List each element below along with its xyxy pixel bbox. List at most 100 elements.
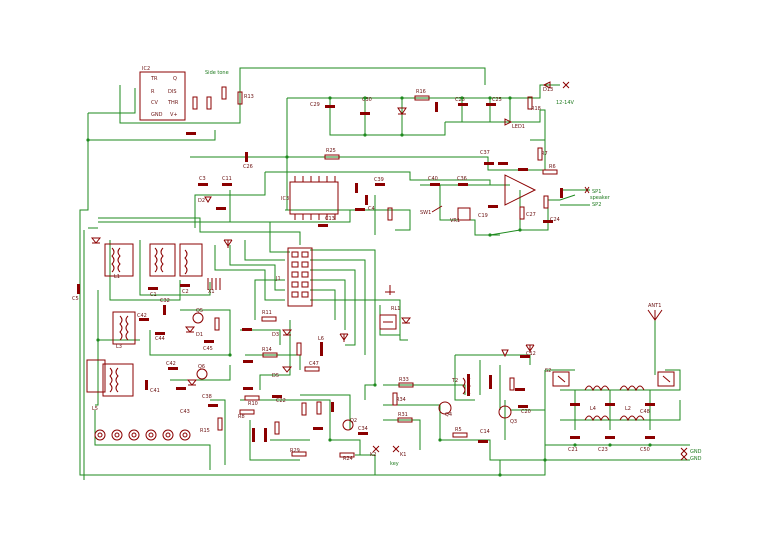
speaker-label: speaker bbox=[590, 195, 611, 201]
r29-label: R29 bbox=[290, 448, 300, 454]
sp1-label: SP1 bbox=[592, 189, 601, 195]
side-tone-label: Side tone bbox=[205, 70, 229, 76]
c25-label: C25 bbox=[492, 97, 502, 103]
c39-label: C39 bbox=[374, 177, 384, 183]
x1-label: X1 bbox=[208, 289, 215, 295]
vr1-label: VR1 bbox=[450, 218, 460, 224]
r14-label: R14 bbox=[262, 347, 272, 353]
sp2-label: SP2 bbox=[592, 202, 601, 208]
c24-label: C24 bbox=[550, 217, 560, 223]
power-supply-section: R13 C29 C30 R16 C28 C25 R18 LED1 D13 12-… bbox=[237, 81, 575, 170]
l6-label: L6 bbox=[318, 336, 324, 342]
c5-label: C5 bbox=[72, 296, 79, 302]
supply-voltage-label: 12-14V bbox=[556, 100, 575, 106]
c43-label: C43 bbox=[180, 409, 190, 415]
c41-label: C41 bbox=[150, 388, 160, 394]
c4-label: C4 bbox=[368, 206, 375, 212]
c14-label: C14 bbox=[480, 429, 490, 435]
side-tone-ic: IC2 TR Q R DIS CV THR GND V+ Side tone bbox=[139, 66, 229, 135]
r24-label: R24 bbox=[343, 456, 353, 462]
c45-label: C45 bbox=[203, 346, 213, 352]
r6-label: R6 bbox=[549, 164, 556, 170]
q2-label: Q2 bbox=[350, 418, 357, 424]
r25-label: R25 bbox=[326, 148, 336, 154]
c44-label: C44 bbox=[155, 336, 165, 342]
sw1-label: SW1 bbox=[420, 210, 431, 216]
c1-label: C1 bbox=[150, 292, 157, 298]
toroid-bank bbox=[94, 429, 191, 441]
keying-section: R11 D3 L6 R14 D5 C47 R10 R8 C22 R29 Q2 R… bbox=[238, 310, 406, 467]
output-filter: S2 L4 L2 C48 C21 C23 C50 ANT1 GND GND bbox=[545, 303, 702, 462]
c29-label: C29 bbox=[310, 102, 320, 108]
r10-label: R10 bbox=[248, 401, 258, 407]
c2-label: C2 bbox=[182, 289, 189, 295]
c38-label: C38 bbox=[202, 394, 212, 400]
wires bbox=[79, 67, 690, 480]
c48-label: C48 bbox=[640, 409, 650, 415]
r16-label: R16 bbox=[416, 89, 426, 95]
t2-label: T2 bbox=[451, 378, 458, 384]
r31-label: R31 bbox=[398, 412, 408, 418]
c32-label: C32 bbox=[160, 298, 170, 304]
pin-gnd: GND bbox=[151, 112, 163, 118]
ic2-connector: J1 bbox=[275, 247, 313, 307]
j1-label: J1 bbox=[275, 276, 281, 282]
c23-label: C23 bbox=[598, 447, 608, 453]
d3-label: D3 bbox=[272, 332, 279, 338]
q3-label: Q3 bbox=[510, 419, 517, 425]
d13-label: D13 bbox=[543, 87, 553, 93]
l4-label: L4 bbox=[590, 406, 596, 412]
c13-label: C13 bbox=[325, 216, 335, 222]
d2-label: D2 bbox=[198, 198, 205, 204]
q4-label: Q4 bbox=[445, 412, 452, 418]
vr1-potentiometer bbox=[457, 207, 471, 221]
op-amp-symbol bbox=[504, 174, 537, 206]
c12-label: C12 bbox=[526, 351, 536, 357]
ic3-label: IC3 bbox=[281, 196, 289, 202]
speaker-terminal bbox=[584, 186, 590, 194]
q6-label: Q6 bbox=[198, 364, 205, 370]
d5-label: D5 bbox=[272, 373, 279, 379]
rl1-label: RL1 bbox=[391, 306, 400, 312]
c20-label: C20 bbox=[521, 409, 531, 415]
ic3-chip: IC3 C11 C3 D2 C13 C39 C4 bbox=[198, 176, 393, 227]
l5-label: L5 bbox=[92, 406, 98, 412]
k2-label: K2 bbox=[370, 452, 376, 458]
r15-label: R15 bbox=[200, 428, 210, 434]
pin-cv: CV bbox=[151, 100, 158, 106]
junctions bbox=[86, 96, 652, 477]
r13-label: R13 bbox=[244, 94, 254, 100]
c3-label: C3 bbox=[199, 176, 206, 182]
c47-label: C47 bbox=[309, 361, 319, 367]
ic-label: IC2 bbox=[142, 66, 150, 72]
gnd1-label: GND bbox=[690, 449, 702, 455]
led1-label: LED1 bbox=[512, 124, 525, 130]
r34-label: R34 bbox=[396, 397, 406, 403]
pin-thr: THR bbox=[167, 100, 179, 106]
c19-label: C19 bbox=[478, 213, 488, 219]
pin-tr: TR bbox=[150, 76, 158, 82]
r5-label: R5 bbox=[455, 427, 462, 433]
s2-relay-label: S2 bbox=[545, 368, 551, 374]
q5-label: Q5 bbox=[196, 308, 203, 314]
r18-label: R18 bbox=[531, 106, 541, 112]
c28-label: C28 bbox=[455, 97, 465, 103]
antenna-icon bbox=[647, 309, 663, 321]
r33-label: R33 bbox=[399, 377, 409, 383]
k1-label: K1 bbox=[400, 452, 406, 458]
supply-terminal bbox=[562, 81, 570, 89]
c22-label: C22 bbox=[276, 398, 286, 404]
pin-q: Q bbox=[173, 76, 177, 82]
rf-front-end: L1 C1 C2 X1 C5 L3 C32 C42 C44 D1 Q5 C45 bbox=[72, 237, 233, 441]
l3-label: L3 bbox=[116, 344, 122, 350]
c36-label: C36 bbox=[457, 176, 467, 182]
l2-label: L2 bbox=[625, 406, 631, 412]
r8-label: R8 bbox=[238, 414, 245, 420]
c30-label: C30 bbox=[362, 97, 372, 103]
c42-label: C42 bbox=[166, 361, 176, 367]
l1-transformer bbox=[111, 247, 121, 273]
gnd2-label: GND bbox=[690, 456, 702, 462]
audio-amp: C40 C36 C37 R7 R6 C24 C27 C19 VR1 SW1 SP… bbox=[420, 147, 611, 224]
c37-label: C37 bbox=[480, 150, 490, 156]
